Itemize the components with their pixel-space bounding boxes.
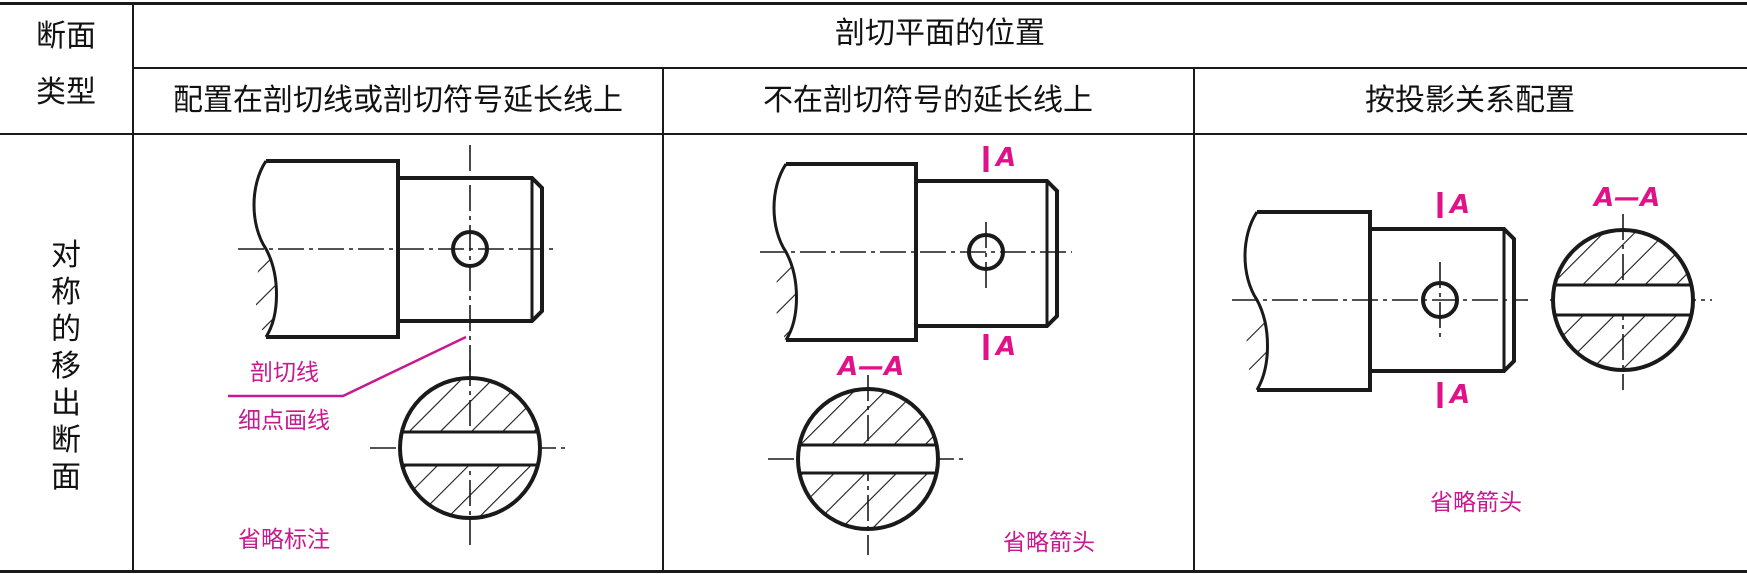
- column-header-extension-line: 配置在剖切线或剖切符号延长线上: [173, 83, 623, 118]
- section-circle-col1: [398, 376, 542, 520]
- break-hatch-col2: [775, 252, 797, 340]
- annotation-omit-arrow-col3: 省略箭头: [1430, 490, 1522, 516]
- annotation-omit-arrow-col2: 省略箭头: [1003, 530, 1095, 556]
- section-circle-col2: [796, 387, 940, 531]
- header-bottom-border: [0, 133, 1747, 135]
- column-divider-3: [1193, 67, 1195, 573]
- section-letter-bottom-col3: A: [1450, 380, 1471, 410]
- header-cutting-plane-position: 剖切平面的位置: [835, 16, 1045, 51]
- table-top-border: [0, 2, 1747, 5]
- column-header-not-on-extension: 不在剖切符号的延长线上: [763, 83, 1093, 118]
- section-letter-bottom-col2: A: [996, 332, 1017, 362]
- table-bottom-border: [0, 570, 1747, 573]
- section-letter-top-col3: A: [1450, 190, 1471, 220]
- first-column-divider: [132, 2, 134, 573]
- header-type-line2: 类型: [36, 75, 96, 110]
- section-title-col3: A—A: [1594, 183, 1661, 213]
- annotation-cutting-line: 剖切线: [250, 360, 319, 386]
- annotation-thin-dash-dot-line: 细点画线: [238, 408, 330, 434]
- annotation-omit-marking: 省略标注: [238, 527, 330, 553]
- section-title-col2: A—A: [838, 352, 905, 382]
- cutting-line-leader: [228, 335, 467, 398]
- column-header-projection: 按投影关系配置: [1365, 83, 1575, 118]
- section-circle-col3: [1551, 228, 1695, 372]
- break-hatch-col3: [1246, 300, 1268, 390]
- row-label-symmetric-removed-section: 对称的移出断面: [51, 238, 81, 495]
- shaft-drawing-col3: [1243, 210, 1516, 392]
- section-letter-top-col2: A: [996, 143, 1017, 173]
- header-type-line1: 断面: [36, 19, 96, 54]
- header-divider: [133, 67, 1747, 69]
- column-divider-2: [662, 67, 664, 573]
- break-hatch-col1: [255, 249, 277, 337]
